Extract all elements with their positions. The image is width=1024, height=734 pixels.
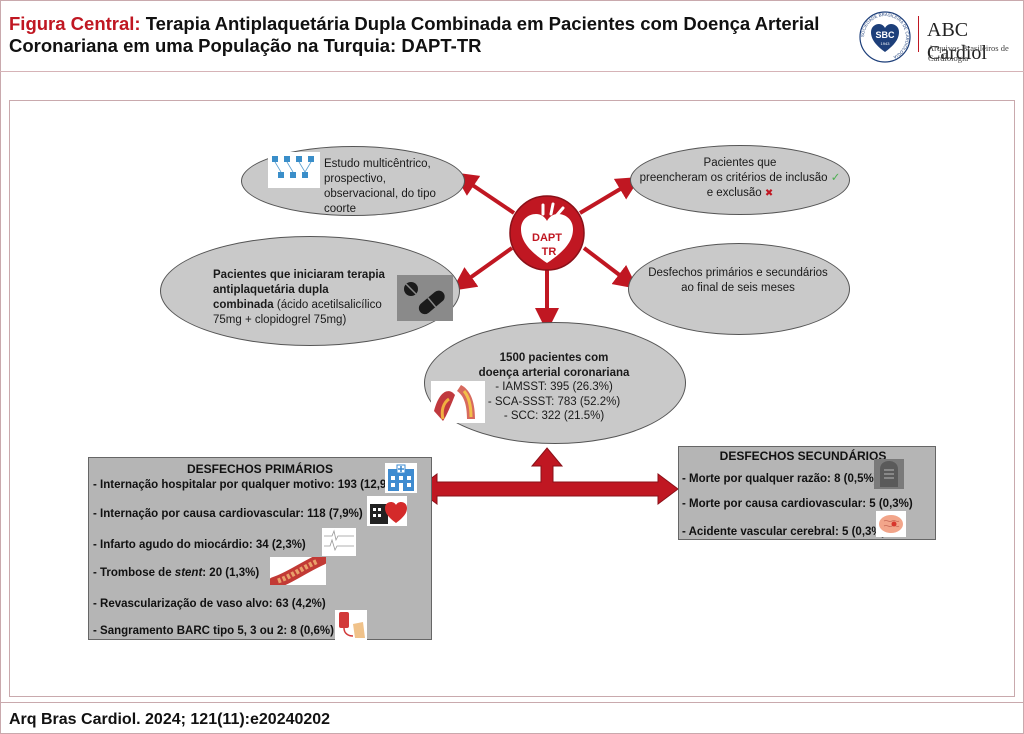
arrow-to-study [453,172,516,215]
header: Figura Central: Terapia Antiplaquetária … [0,0,1024,72]
abc-cardiol-subtitle: Arquivos Brasileiros de Cardiologia [928,43,1009,63]
arrow-to-therapy [451,246,514,291]
hub-label-line1: DAPT [532,232,562,244]
pills-icon [397,275,453,321]
study-design-text: Estudo multicêntrico, prospectivo, obser… [324,158,436,215]
tombstone-icon [874,459,904,489]
population-item: - IAMSST: 395 (26.3%) [495,381,613,393]
secondary-outcomes-title: DESFECHOS SECUNDÁRIOS [719,449,887,463]
criteria-ellipse [630,145,850,215]
secondary-outcome-row: - Morte por causa cardiovascular: 5 (0,3… [682,498,913,510]
primary-outcome-row: - Internação por causa cardiovascular: 1… [93,508,363,520]
primary-outcome-row: - Revascularização de vaso alvo: 63 (4,2… [93,598,326,610]
cross-icon: ✖ [764,188,774,199]
primary-outcome-row: - Sangramento BARC tipo 5, 3 ou 2: 8 (0,… [93,625,334,637]
title-prefix: Figura Central: [9,13,141,34]
population-item: - SCC: 322 (21.5%) [503,410,605,422]
therapy-bold: Pacientes que iniciaram terapia antiplaq… [213,269,385,311]
blood-transfusion-icon [335,610,367,640]
ecg-icon [322,528,356,556]
population-title: 1500 pacientes com doença arterial coron… [478,352,630,379]
primary-outcomes-box [88,457,432,640]
outcomes-note-text: Desfechos primários e secundários ao fin… [648,267,828,294]
abc-cardiol-name: ABC Cardiol [927,19,987,64]
primary-outcome-row: - Infarto agudo do miocárdio: 34 (2,3%) [93,539,306,551]
primary-outcome-row: - Internação hospitalar por qualquer mot… [93,479,401,491]
footer: Arq Bras Cardiol. 2024; 121(11):e2024020… [0,702,1024,734]
heart-icon [521,214,573,263]
secondary-outcome-row: - Acidente vascular cerebral: 5 (0,3%) [682,526,886,538]
check-icon: ✓ [830,172,841,184]
outcomes-note-ellipse [628,243,850,335]
criteria-text: Pacientes que preencheram os critérios d… [638,156,842,201]
logo-separator [918,16,919,52]
criteria-line1: Pacientes que [703,157,777,169]
brain-icon [876,511,906,537]
primary-outcome-row: - Trombose de stent: 20 (1,3%) [93,567,259,579]
cardio-hospital-icon [367,496,407,526]
figure-title: Figura Central: Terapia Antiplaquetária … [9,13,849,57]
stent-text-em: stent [174,567,203,579]
population-text: 1500 pacientes com doença arterial coron… [478,351,630,424]
dapt-tr-hub: DAPT TR [509,195,585,271]
therapy-text: Pacientes que iniciaram terapia antiplaq… [213,268,391,328]
artery-plaque-icon [431,381,485,423]
criteria-line2: preencheram os critérios de inclusão [639,172,828,184]
hub-label-line2: TR [542,246,557,258]
central-figure-panel [9,100,1015,697]
sbc-abbr: SBC [875,30,895,40]
arrow-to-criteria [578,176,641,215]
sbc-year: 1943 [881,41,891,46]
secondary-outcome-row: - Morte por qualquer razão: 8 (0,5%) [682,473,878,485]
population-item: - SCA-SSST: 783 (52.2%) [487,395,621,408]
title-main: Terapia Antiplaquetária Dupla Combinada … [9,13,820,56]
arrow-to-outcomes [582,246,638,290]
citation: Arq Bras Cardiol. 2024; 121(11):e2024020… [9,711,331,728]
hospital-icon [385,463,417,493]
sbc-logo: SOCIEDADE BRASILEIRA DE CARDIOLOGIA SBC … [859,11,911,63]
primary-outcomes-title: DESFECHOS PRIMÁRIOS [186,462,333,476]
stent-icon [268,553,328,589]
stent-text-pre: - Trombose de [93,567,175,579]
criteria-line3: e exclusão [706,187,762,199]
outcomes-split-arrow [416,447,679,505]
multicenter-icon [268,152,320,188]
stent-text-post: : 20 (1,3%) [202,567,260,579]
therapy-detail: (ácido acetilsalicílico 75mg + clopidogr… [213,299,382,326]
